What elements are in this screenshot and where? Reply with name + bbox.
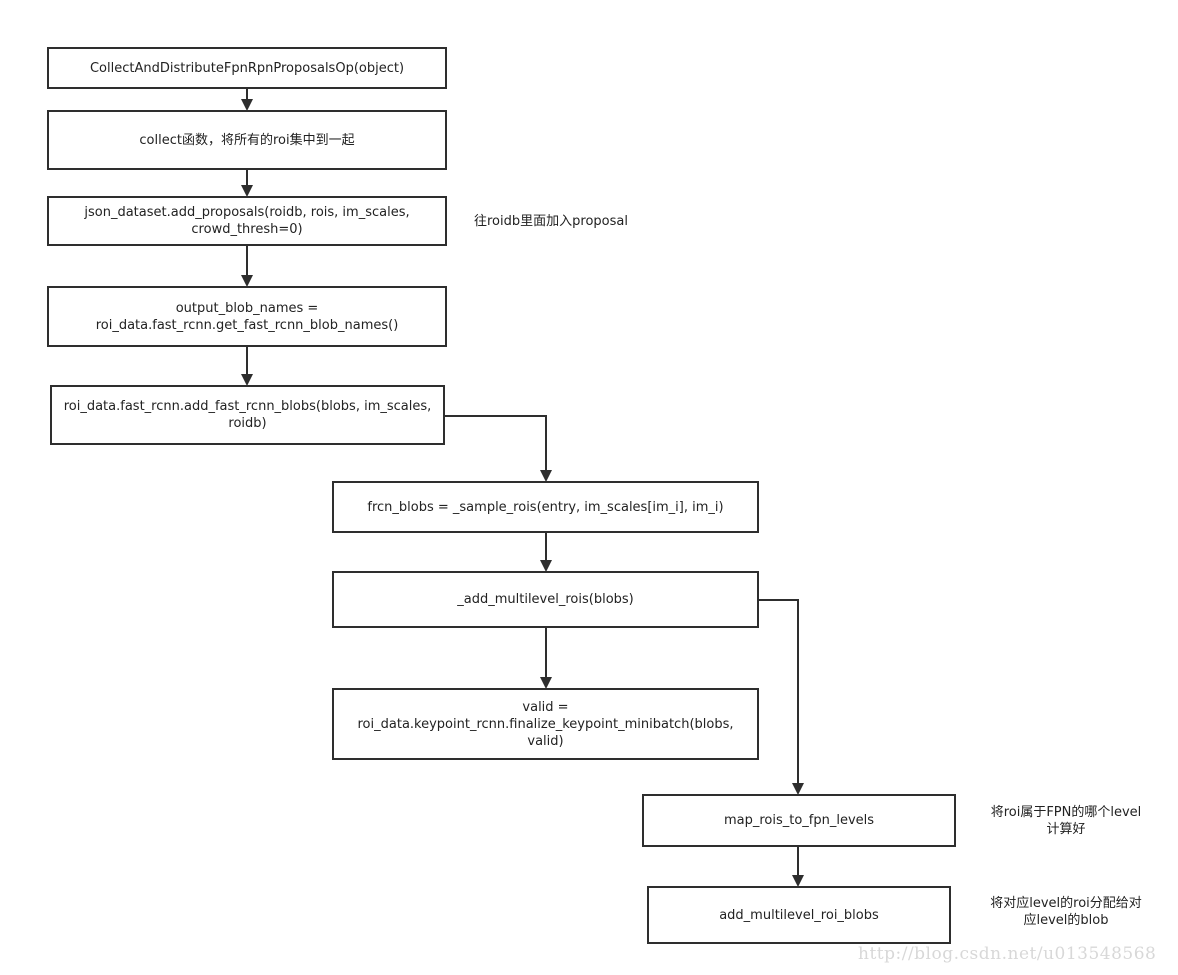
node-add-multilevel-rois-line-1: _add_multilevel_rois(blobs): [457, 592, 634, 607]
note-map-rois: 将roi属于FPN的哪个level 计算好: [980, 804, 1152, 838]
node-valid: valid = roi_data.keypoint_rcnn.finalize_…: [332, 688, 759, 760]
watermark: http://blog.csdn.net/u013548568: [858, 944, 1157, 964]
node-output-blob-names: output_blob_names = roi_data.fast_rcnn.g…: [47, 286, 447, 347]
note-roi-blobs-line-1: 将对应level的roi分配给对: [990, 896, 1142, 911]
note-roi-blobs: 将对应level的roi分配给对 应level的blob: [980, 895, 1152, 929]
node-add-fast-rcnn-blobs-line-1: roi_data.fast_rcnn.add_fast_rcnn_blobs(b…: [63, 399, 432, 414]
node-add-fast-rcnn-blobs-line-2: roidb): [228, 416, 267, 431]
node-add-multilevel-roi-blobs: add_multilevel_roi_blobs: [647, 886, 951, 944]
node-map-rois-to-fpn-levels-line-1: map_rois_to_fpn_levels: [723, 813, 875, 828]
node-output-blob-names-line-1: output_blob_names =: [175, 300, 319, 316]
node-add-proposals-line-1: json_dataset.add_proposals(roidb, rois, …: [84, 205, 410, 220]
node-collect-function-line-1: collect函数，将所有的roi集中到一起: [139, 132, 355, 148]
arrow-multilevel-to-maprois: [758, 599, 804, 795]
node-valid-line-2: roi_data.keypoint_rcnn.finalize_keypoint…: [357, 716, 734, 749]
note-map-rois-line-2: 计算好: [1046, 822, 1086, 837]
node-collect-distribute-op: CollectAndDistributeFpnRpnProposalsOp(ob…: [47, 47, 447, 89]
node-collect-function: collect函数，将所有的roi集中到一起: [47, 110, 447, 170]
note-add-proposals-line-1: 往roidb里面加入proposal: [474, 214, 628, 229]
node-add-fast-rcnn-blobs: roi_data.fast_rcnn.add_fast_rcnn_blobs(b…: [50, 385, 445, 445]
node-add-multilevel-rois: _add_multilevel_rois(blobs): [332, 571, 759, 628]
node-frcn-blobs: frcn_blobs = _sample_rois(entry, im_scal…: [332, 481, 759, 533]
node-map-rois-to-fpn-levels: map_rois_to_fpn_levels: [642, 794, 956, 847]
node-add-proposals-line-2: crowd_thresh=0): [191, 222, 303, 237]
node-collect-distribute-op-line-1: CollectAndDistributeFpnRpnProposalsOp(ob…: [89, 60, 405, 76]
node-add-multilevel-roi-blobs-line-1: add_multilevel_roi_blobs: [719, 907, 879, 923]
note-roi-blobs-line-2: 应level的blob: [1023, 913, 1109, 928]
node-frcn-blobs-line-1: frcn_blobs = _sample_rois(entry, im_scal…: [367, 499, 724, 515]
node-output-blob-names-line-2: roi_data.fast_rcnn.get_fast_rcnn_blob_na…: [95, 317, 399, 333]
arrow-fastrcnn-to-frcnblobs: [444, 415, 552, 482]
note-map-rois-line-1: 将roi属于FPN的哪个level: [990, 805, 1142, 820]
node-add-proposals: json_dataset.add_proposals(roidb, rois, …: [47, 196, 447, 246]
note-add-proposals: 往roidb里面加入proposal: [474, 213, 628, 230]
node-valid-line-1: valid =: [522, 699, 569, 715]
